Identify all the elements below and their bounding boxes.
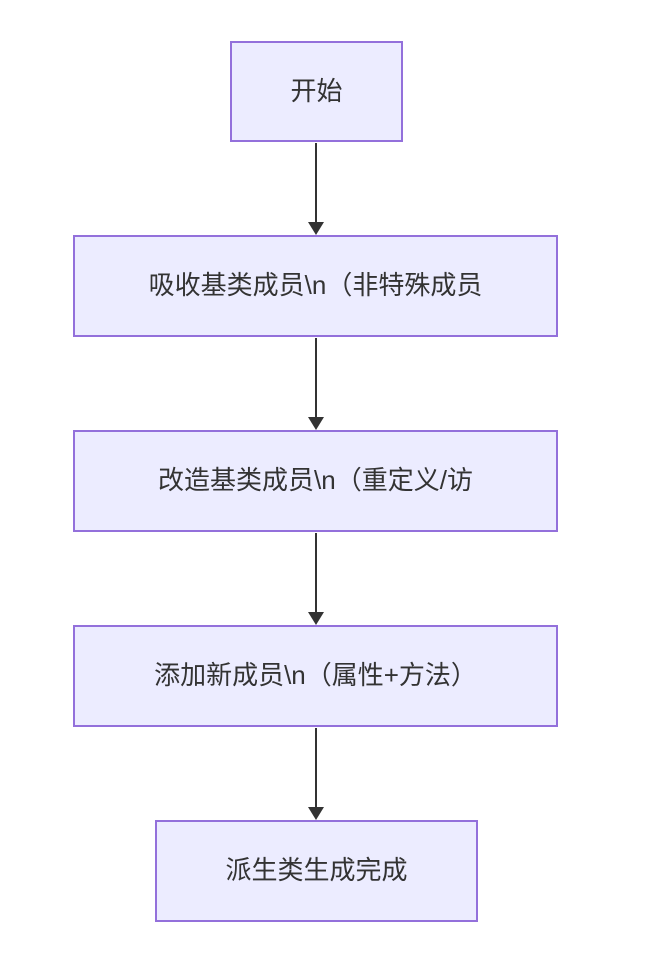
edge-modify-to-add: [308, 533, 324, 625]
flow-node-modify-label: 改造基类成员\n（重定义/访: [158, 465, 473, 496]
edge-absorb-to-modify: [308, 338, 324, 430]
arrowhead-icon: [308, 417, 324, 430]
edge-add-to-done: [308, 728, 324, 820]
edge-start-to-absorb: [308, 143, 324, 235]
flow-node-absorb-base-members: 吸收基类成员\n（非特殊成员: [73, 235, 558, 337]
arrowhead-icon: [308, 612, 324, 625]
flow-node-add-new-members: 添加新成员\n（属性+方法）: [73, 625, 558, 727]
arrowhead-icon: [308, 222, 324, 235]
arrowhead-icon: [308, 807, 324, 820]
edge-line: [315, 728, 317, 807]
flow-node-absorb-label: 吸收基类成员\n（非特殊成员: [148, 270, 483, 301]
flow-node-add-label: 添加新成员\n（属性+方法）: [154, 660, 477, 691]
flow-node-start-label: 开始: [290, 75, 343, 106]
flow-node-done-label: 派生类生成完成: [225, 855, 408, 886]
flow-node-modify-base-members: 改造基类成员\n（重定义/访: [73, 430, 558, 532]
flow-node-derived-class-complete: 派生类生成完成: [155, 820, 478, 922]
flow-node-start: 开始: [230, 41, 403, 142]
edge-line: [315, 143, 317, 222]
edge-line: [315, 338, 317, 417]
edge-line: [315, 533, 317, 612]
